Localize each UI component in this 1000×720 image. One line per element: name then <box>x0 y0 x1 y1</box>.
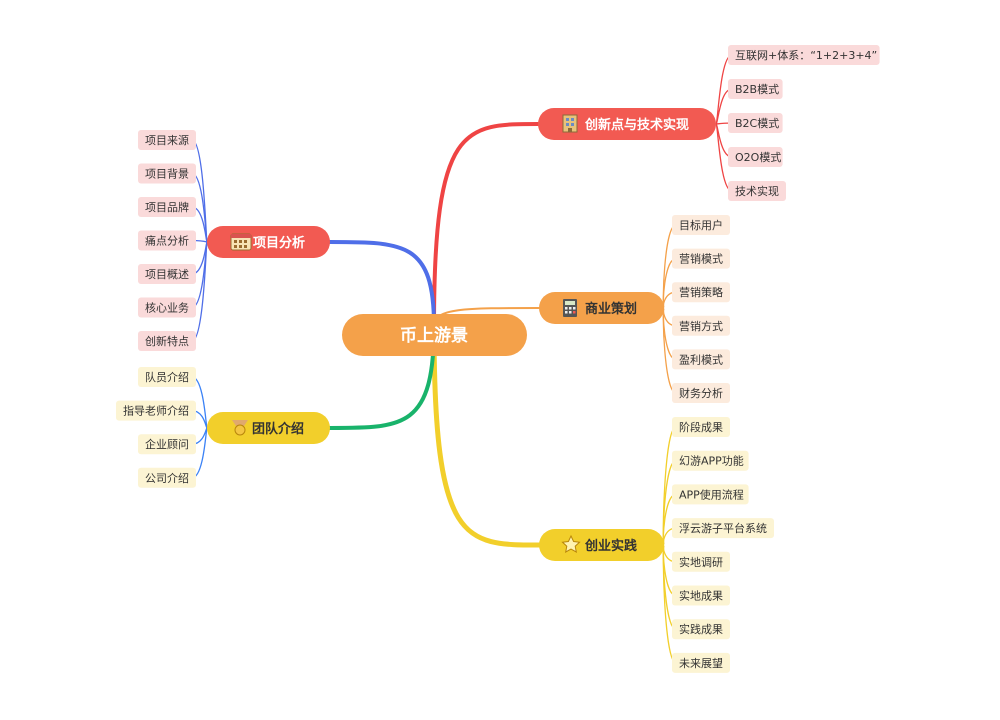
root-label: 币上游景 <box>400 325 468 346</box>
leaf-nodes: 互联网+体系：“1+2+3+4” B2B模式 B2C模式 O2O模式技术实现目标用户营… <box>116 45 880 673</box>
leaf-label: 项目品牌 <box>145 200 189 214</box>
leaf-label: APP使用流程 <box>679 487 744 501</box>
leaf-label: 实践成果 <box>679 622 723 636</box>
leaf-label: 盈利模式 <box>679 353 723 366</box>
leaf-node[interactable]: 阶段成果 <box>672 417 730 437</box>
branch-team[interactable]: 团队介绍 <box>207 412 330 444</box>
leaf-node[interactable]: 痛点分析 <box>138 230 196 251</box>
leaf-node[interactable]: 营销方式 <box>672 315 730 336</box>
calendar-icon <box>230 233 252 251</box>
trunk-practice <box>431 323 542 548</box>
leaf-label: 技术实现 <box>735 184 779 198</box>
leaf-node[interactable]: 指导老师介绍 <box>116 400 196 421</box>
leaf-label: 企业顾问 <box>145 437 189 451</box>
star-icon <box>561 534 581 553</box>
branch-innovation[interactable]: 创新点与技术实现 <box>538 108 716 140</box>
branch-label-business: 商业策划 <box>585 301 637 317</box>
leaf-node[interactable]: 实践成果 <box>672 619 730 640</box>
leaf-node[interactable]: 项目来源 <box>138 130 196 150</box>
leaf-node[interactable]: 浮云游子平台系统 <box>672 518 774 539</box>
leaf-label: 营销方式 <box>679 319 723 333</box>
building-icon <box>562 114 578 133</box>
leaf-node[interactable]: 盈利模式 <box>672 349 730 370</box>
leaf-node[interactable]: 营销策略 <box>672 282 730 303</box>
leaf-node[interactable]: 项目背景 <box>138 163 196 184</box>
leaf-label: 项目来源 <box>145 133 189 147</box>
branch-label-team: 团队介绍 <box>252 421 304 437</box>
leaf-node[interactable]: 目标用户 <box>672 215 730 235</box>
leaf-node[interactable]: 幻游APP功能 <box>672 450 749 471</box>
badge-icon <box>232 420 248 436</box>
leaf-node[interactable]: B2B模式 <box>728 79 783 99</box>
branch-label-analysis: 项目分析 <box>253 235 305 251</box>
leaf-node[interactable]: O2O模式 <box>728 147 783 167</box>
leaf-node[interactable]: 实地调研 <box>672 551 730 572</box>
leaf-label: 阶段成果 <box>679 420 723 434</box>
leaf-node[interactable]: 营销模式 <box>672 248 730 269</box>
branch-label-innovation: 创新点与技术实现 <box>584 117 689 133</box>
leaf-node[interactable]: 财务分析 <box>672 383 730 403</box>
leaf-label: 指导老师介绍 <box>123 404 189 418</box>
leaf-node[interactable]: APP使用流程 <box>672 484 749 505</box>
leaf-label: 目标用户 <box>679 218 723 232</box>
leaf-node[interactable]: 核心业务 <box>138 297 196 318</box>
branch-practice[interactable]: 创业实践 <box>539 529 664 561</box>
leaf-node[interactable]: 项目概述 <box>138 264 196 284</box>
leaf-node[interactable]: 互联网+体系：“1+2+3+4” <box>728 45 880 65</box>
leaf-label: 创新特点 <box>145 334 189 348</box>
leaf-node[interactable]: 实地成果 <box>672 585 730 606</box>
leaf-label: 痛点分析 <box>145 234 189 248</box>
leaf-label: 实地成果 <box>679 589 723 603</box>
leaf-label: 项目背景 <box>145 167 189 181</box>
leaf-label: 浮云游子平台系统 <box>679 521 767 535</box>
leaf-label: 营销模式 <box>679 252 723 266</box>
leaf-label: 财务分析 <box>679 386 723 400</box>
connector <box>191 241 208 342</box>
trunk-innovation <box>432 122 540 328</box>
leaf-label: 项目概述 <box>145 268 189 281</box>
leaf-label: 核心业务 <box>145 301 189 315</box>
leaf-label: 队员介绍 <box>145 370 189 384</box>
leaf-label: 幻游APP功能 <box>679 454 744 468</box>
leaf-label: 未来展望 <box>679 657 723 670</box>
leaf-node[interactable]: 企业顾问 <box>138 434 196 455</box>
leaf-node[interactable]: 技术实现 <box>728 181 786 201</box>
leaf-label: B2B模式 <box>735 83 779 96</box>
leaf-label: O2O模式 <box>735 151 781 164</box>
branch-analysis[interactable]: 项目分析 <box>207 226 330 258</box>
leaf-label: 互联网+体系：“1+2+3+4” <box>735 48 877 62</box>
leaf-label: 实地调研 <box>679 555 723 569</box>
calculator-icon <box>563 299 577 317</box>
leaf-node[interactable]: B2C模式 <box>728 113 783 133</box>
leaf-node[interactable]: 创新特点 <box>138 331 196 351</box>
leaf-node[interactable]: 公司介绍 <box>138 467 196 488</box>
leaf-label: 公司介绍 <box>145 471 189 485</box>
branch-business[interactable]: 商业策划 <box>539 292 664 324</box>
trunk-team <box>328 324 436 430</box>
connectors <box>191 54 733 664</box>
trunk-analysis <box>328 240 436 328</box>
root-node[interactable]: 币上游景 <box>342 314 527 356</box>
leaf-label: 营销策略 <box>679 285 723 299</box>
leaf-node[interactable]: 项目品牌 <box>138 197 196 217</box>
leaf-label: B2C模式 <box>735 117 779 130</box>
leaf-node[interactable]: 未来展望 <box>672 652 730 673</box>
leaf-node[interactable]: 队员介绍 <box>138 367 196 387</box>
branch-label-practice: 创业实践 <box>584 538 637 554</box>
